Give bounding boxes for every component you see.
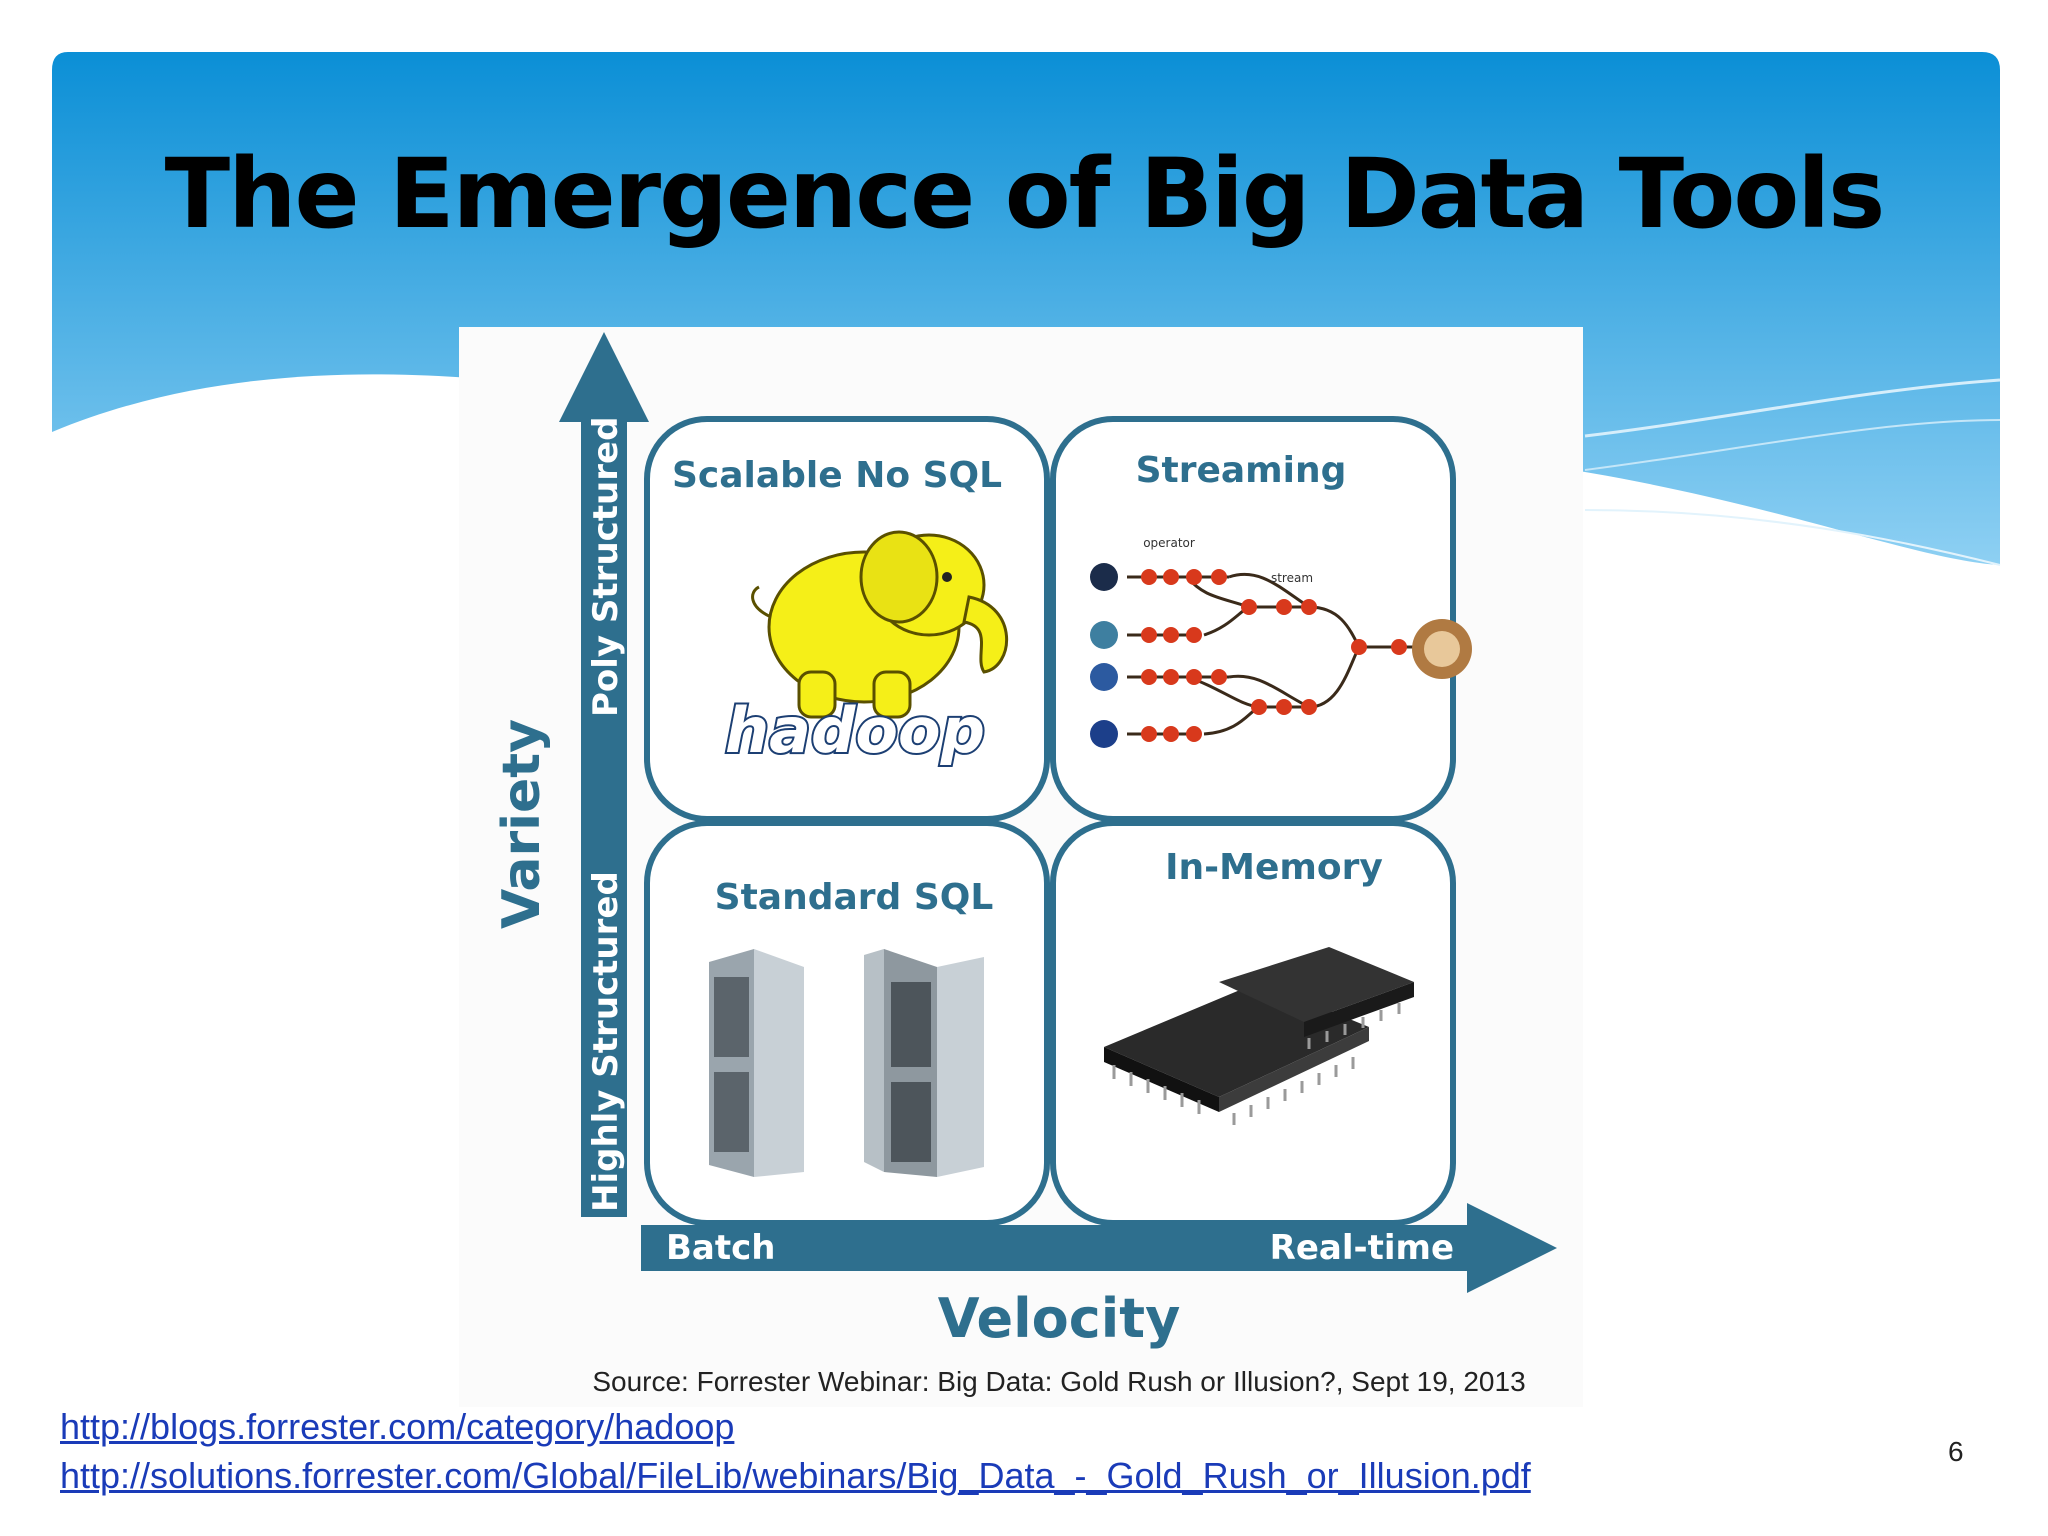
x-axis-title: Velocity bbox=[938, 1287, 1181, 1350]
memory-chip-icon bbox=[1104, 947, 1414, 1125]
quadrant-top-right-box bbox=[1050, 416, 1456, 822]
quadrant-title-standard-sql: Standard SQL bbox=[715, 877, 994, 918]
figure-source-caption: Source: Forrester Webinar: Big Data: Gol… bbox=[592, 1366, 1525, 1397]
y-axis-low-label: Highly Structured bbox=[586, 871, 626, 1212]
stream-stream-label: stream bbox=[1271, 571, 1313, 585]
server-rack-open-icon bbox=[864, 949, 984, 1177]
stream-network-diagram bbox=[1090, 563, 1472, 748]
y-axis-high-label: Poly Structured bbox=[586, 417, 626, 717]
slide-title: The Emergence of Big Data Tools bbox=[164, 138, 1886, 250]
stream-operator-label: operator bbox=[1143, 536, 1195, 550]
hadoop-logo-text: hadoop bbox=[725, 694, 985, 767]
quadrant-title-in-memory: In-Memory bbox=[1165, 847, 1383, 888]
quadrant-title-scalable-nosql: Scalable No SQL bbox=[672, 455, 1002, 496]
link-forrester-hadoop[interactable]: http://blogs.forrester.com/category/hado… bbox=[60, 1406, 735, 1447]
quadrant-title-streaming: Streaming bbox=[1136, 450, 1347, 491]
y-axis-title: Variety bbox=[492, 719, 552, 929]
x-axis-high-label: Real-time bbox=[1270, 1228, 1454, 1268]
server-rack-icon bbox=[709, 949, 804, 1177]
link-forrester-webinar-pdf[interactable]: http://solutions.forrester.com/Global/Fi… bbox=[60, 1455, 1531, 1496]
big-data-quadrant-figure: Poly Structured Highly Structured Variet… bbox=[459, 327, 1583, 1407]
page-number: 6 bbox=[1948, 1436, 1964, 1467]
x-axis-arrow bbox=[641, 1203, 1557, 1293]
y-axis-arrow bbox=[559, 332, 649, 1217]
hadoop-elephant-icon bbox=[751, 530, 1008, 719]
x-axis-low-label: Batch bbox=[666, 1228, 775, 1268]
